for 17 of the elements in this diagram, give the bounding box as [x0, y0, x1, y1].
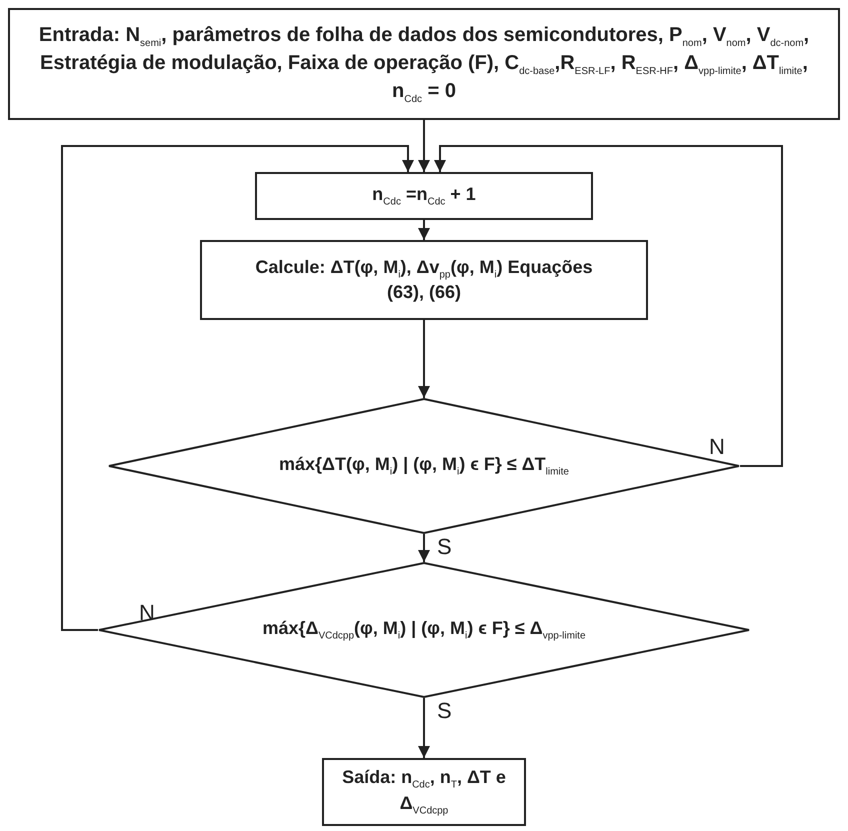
box-text: Saída: n$_{Cdc}$, n$_{T}$, ΔT e Δ$_{VCdcpp}$ — [341, 766, 507, 818]
arrow — [418, 698, 430, 758]
box-text: Entrada: N$_{semi}$, parâmetros de folha de dados dos semicondutores, P$_{nom}$, V$_{nom}$, V$_{dc-nom}$, Estratégia de modulação, Faixa de operação (F), C$_{dc-base}$,R$_{ESR-LF}$, R$_{ESR-HF}$, Δ$_{vpp-limite}$, ΔT$_{limite}$, n$_{Cdc}$ = 0 — [38, 23, 810, 106]
process-box — [255, 172, 593, 220]
box-text: Calcule: ΔT(φ, M$_{i}$), Δv$_{pp}$(φ, M$_{i}$) Equações (63), (66) — [254, 256, 594, 304]
arrow — [418, 534, 430, 562]
process-box — [200, 240, 648, 320]
arrow — [61, 145, 414, 631]
condition-text: máx{ΔT(φ, M$_{i}$) | (φ, M$_{i}$) ϵ F} ≤ ΔT$_{limite}$ — [279, 453, 569, 479]
arrow — [418, 220, 430, 240]
input-box — [8, 8, 840, 120]
arrow — [418, 320, 430, 398]
arrow — [434, 145, 783, 467]
output-box — [322, 758, 526, 826]
arrow — [418, 120, 430, 172]
box-text: n$_{Cdc}$ =n$_{Cdc}$ + 1 — [372, 183, 476, 209]
condition-text: máx{Δ$_{VCdcpp}$(φ, M$_{i}$) | (φ, M$_{i}$) ϵ F} ≤ Δ$_{vpp-limite}$ — [262, 617, 586, 643]
